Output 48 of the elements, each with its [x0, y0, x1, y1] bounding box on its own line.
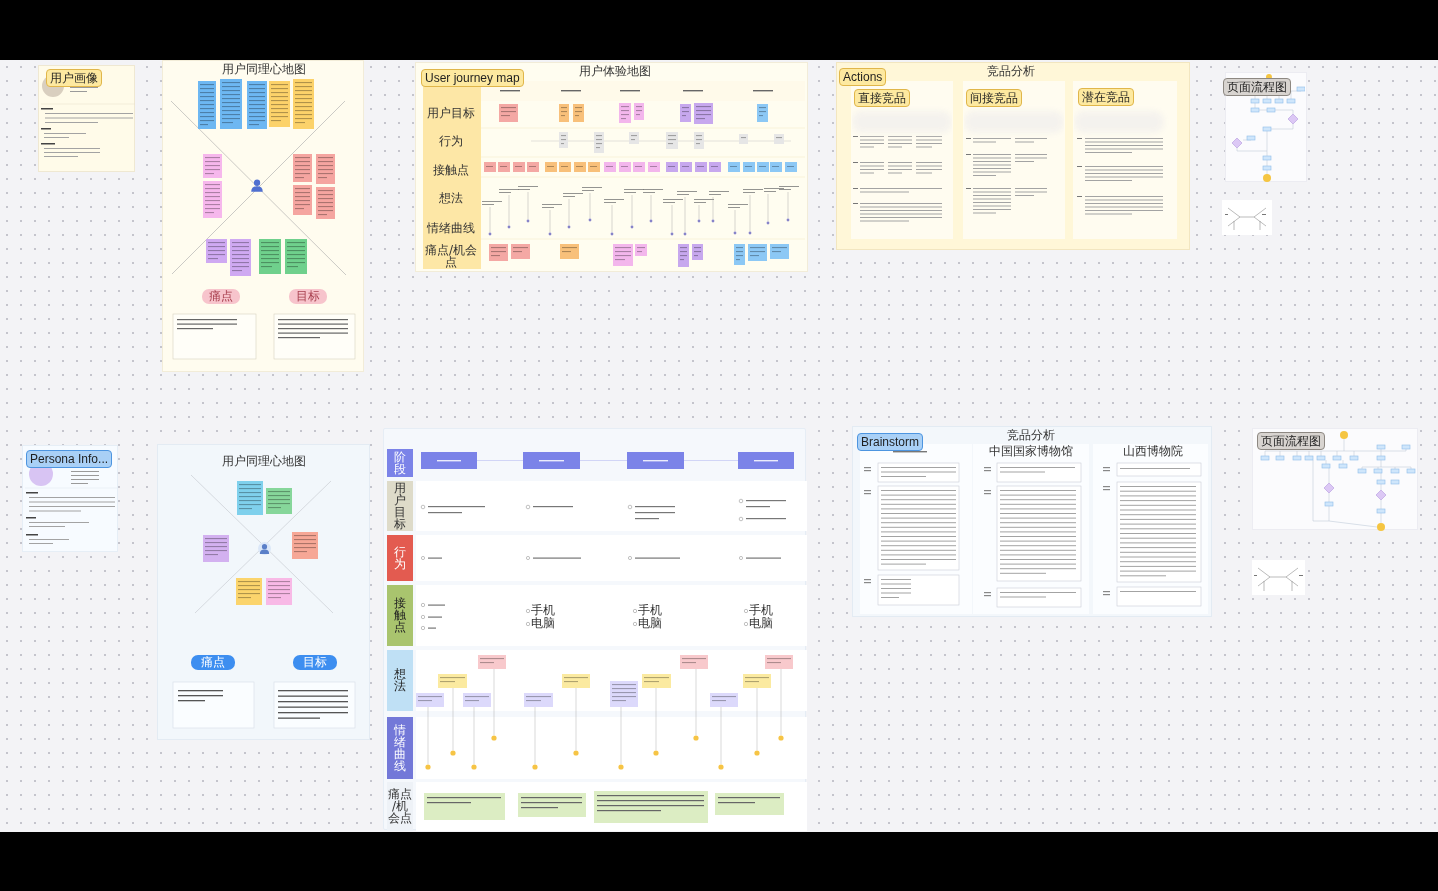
- touchpoint-label: 电脑: [531, 617, 555, 629]
- row-label: 用户目标: [427, 107, 475, 119]
- section-tag: 直接竞品: [854, 89, 910, 107]
- row-header-band: 想法: [387, 650, 413, 711]
- row-label: 情绪曲线: [427, 222, 475, 234]
- category-tag: 目标: [293, 655, 337, 670]
- persona-card: [38, 65, 135, 172]
- column-panel: [1073, 81, 1177, 239]
- panel-heading: 用户同理心地图: [222, 455, 306, 468]
- section-tag: User journey map: [421, 69, 524, 87]
- touchpoint-label: 手机: [749, 604, 773, 616]
- touchpoint-label: 电脑: [638, 617, 662, 629]
- panel-heading: 竞品分析: [1007, 429, 1055, 442]
- section-tag: Brainstorm: [857, 433, 923, 451]
- empathy-map-panel: [162, 60, 364, 372]
- panel-heading: 竞品分析: [987, 65, 1035, 78]
- touchpoint-label: 手机: [531, 604, 555, 616]
- column-heading: 中国国家博物馆: [989, 445, 1073, 457]
- category-tag: 痛点: [191, 655, 235, 670]
- competitor-analysis-panel: [836, 62, 1190, 250]
- row-label: 痛点/机会点: [423, 244, 478, 268]
- row-label: 接触点: [433, 164, 469, 176]
- column-panel: [963, 81, 1065, 239]
- column-panel: [851, 81, 953, 239]
- section-tag: 潜在竞品: [1078, 88, 1134, 106]
- row-header-band: 痛点/机会点: [387, 782, 413, 831]
- column-heading: 山西博物院: [1123, 445, 1183, 457]
- section-tag: 间接竞品: [966, 89, 1022, 107]
- empathy-map-panel: [157, 444, 370, 740]
- row-header-band: 行为: [387, 535, 413, 581]
- section-tag: Actions: [839, 68, 887, 86]
- row-label: 行为: [439, 135, 463, 147]
- category-tag: 目标: [289, 289, 327, 304]
- row-label: 想法: [439, 192, 463, 204]
- section-tag: 用户画像: [46, 69, 102, 87]
- section-tag: Persona Info...: [26, 450, 113, 468]
- category-tag: 痛点: [202, 289, 240, 304]
- persona-card: [22, 445, 118, 552]
- section-tag: 页面流程图: [1257, 432, 1325, 450]
- panel-heading: 用户同理心地图: [222, 63, 306, 76]
- row-header-band: 接触点: [387, 585, 413, 646]
- row-header-band: 阶段: [387, 449, 413, 477]
- row-header-band: 情绪曲线: [387, 717, 413, 779]
- row-header-band: 用户目标: [387, 481, 413, 531]
- section-tag: 页面流程图: [1223, 78, 1291, 96]
- panel-heading: 用户体验地图: [579, 65, 651, 78]
- touchpoint-label: 手机: [638, 604, 662, 616]
- touchpoint-label: 电脑: [749, 617, 773, 629]
